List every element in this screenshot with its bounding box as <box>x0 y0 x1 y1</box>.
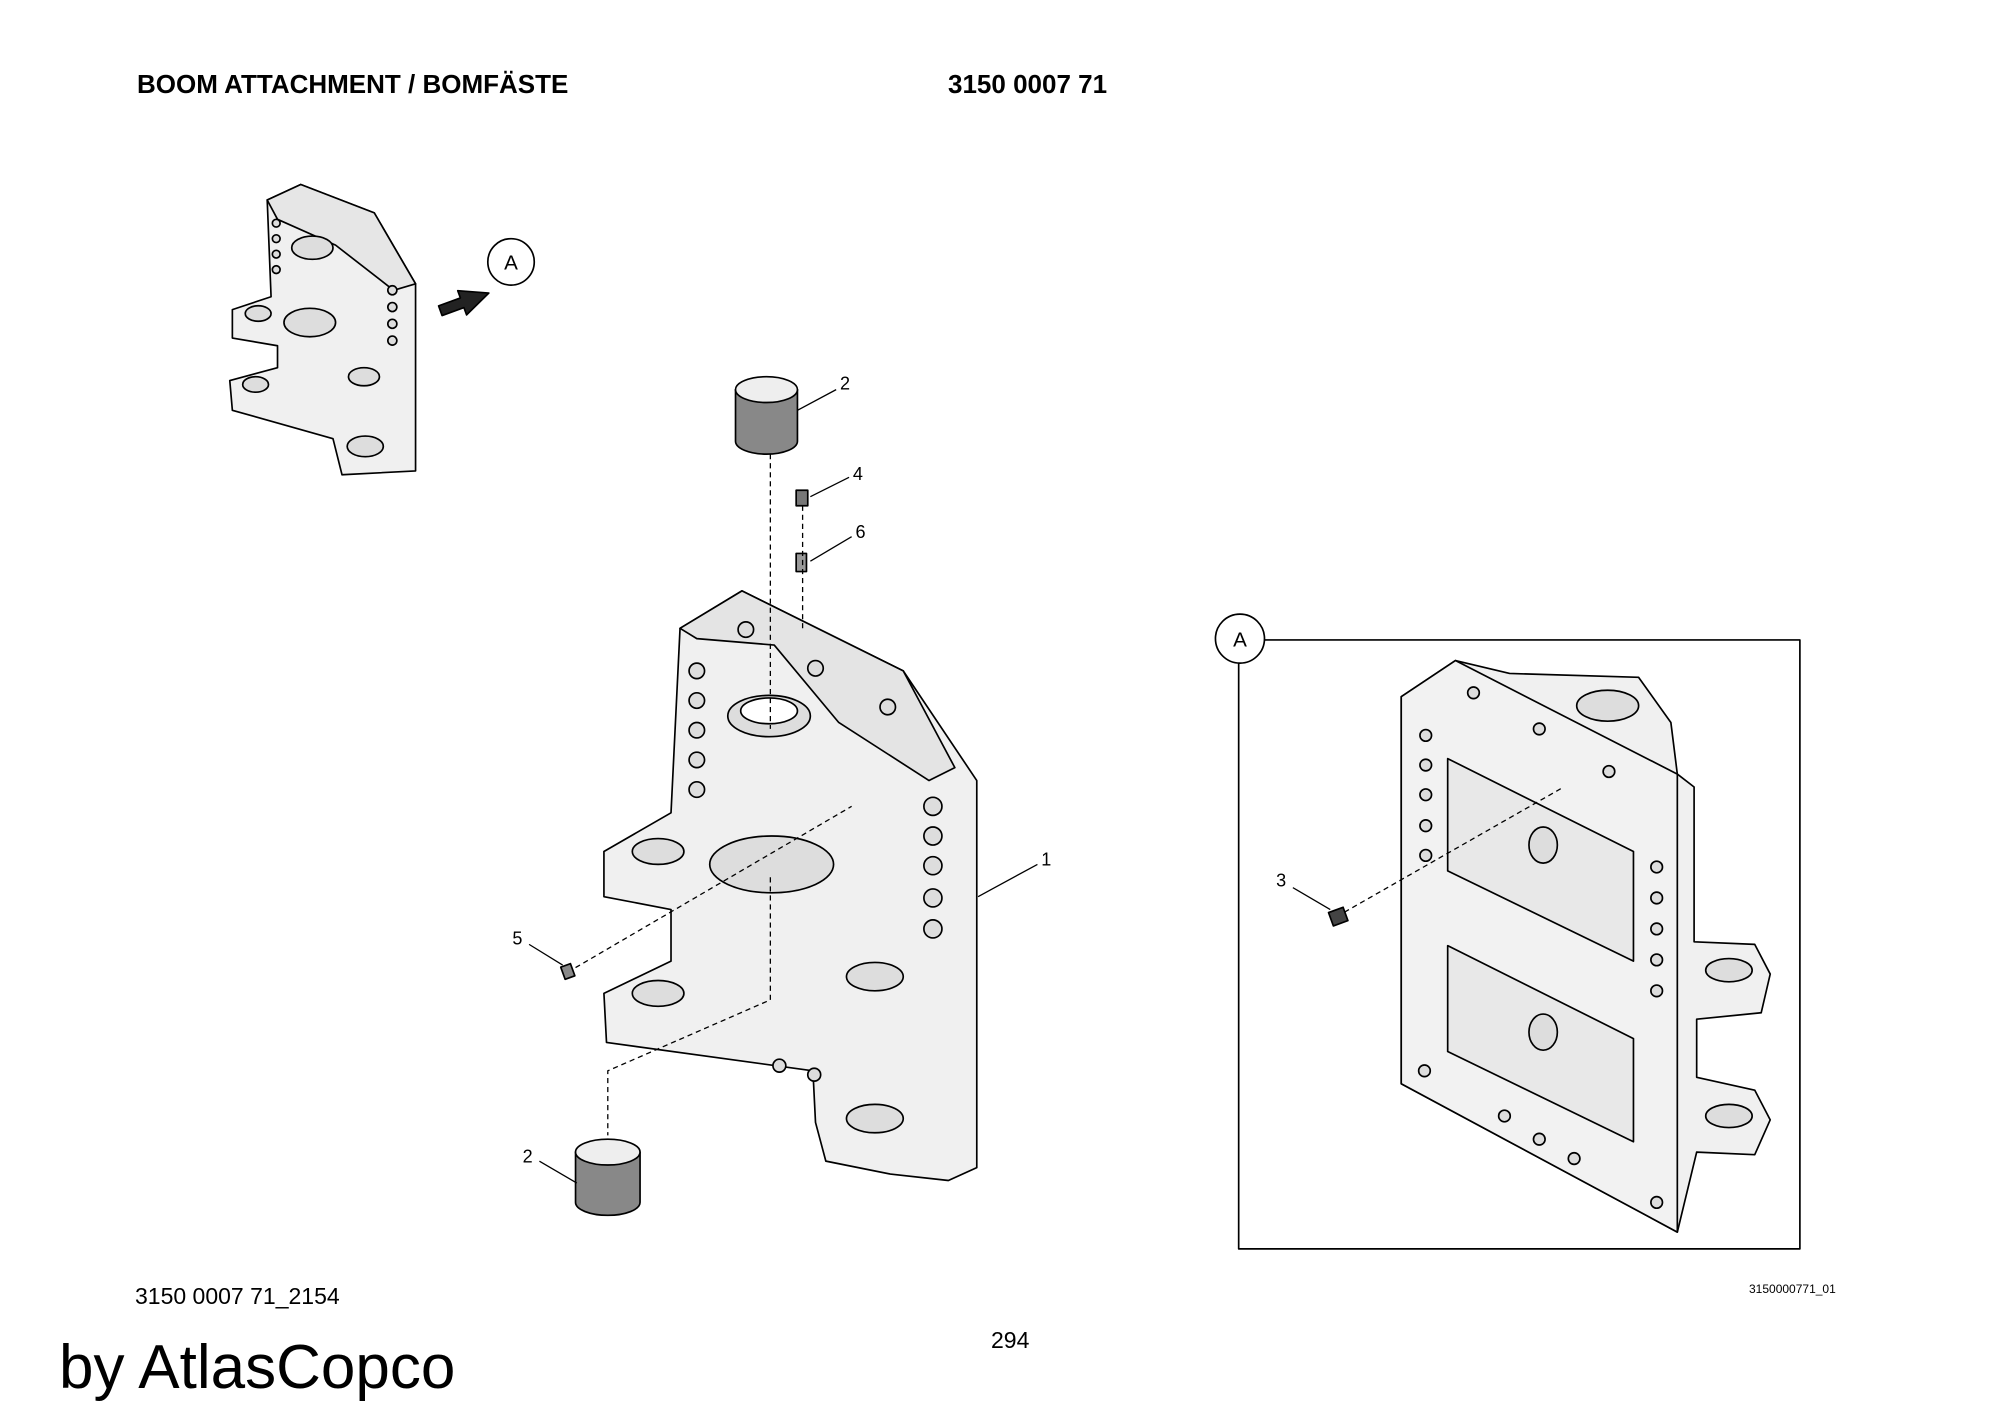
boom-bracket-rear-view <box>1400 659 1772 1233</box>
page-title: BOOM ATTACHMENT / BOMFÄSTE <box>137 69 569 99</box>
callout-2-bottom: 2 <box>523 1146 533 1166</box>
view-a-label: A <box>504 252 518 275</box>
plug-3 <box>1327 906 1349 927</box>
overview-thumbnail <box>228 183 490 476</box>
page-number: 294 <box>991 1327 1030 1353</box>
document-reference: 3150 0007 71_2154 <box>135 1283 340 1309</box>
watermark: by AtlasCopco <box>59 1333 456 1402</box>
callout-5: 5 <box>512 928 522 948</box>
detail-a-label: A <box>1233 628 1247 651</box>
detail-a-marker <box>1214 613 1266 664</box>
part-number: 3150 0007 71 <box>948 69 1108 99</box>
callout-6: 6 <box>856 522 866 542</box>
figure-id: 3150000771_01 <box>1749 1282 1836 1296</box>
screw-5 <box>559 962 576 981</box>
boom-bracket-main <box>603 590 978 1182</box>
callout-2-top: 2 <box>840 374 850 394</box>
bushing-bottom <box>574 1138 641 1217</box>
callout-1: 1 <box>1041 850 1051 870</box>
bushing-top <box>734 375 799 455</box>
callout-4: 4 <box>853 464 863 484</box>
view-arrow-icon <box>437 289 490 317</box>
callout-3: 3 <box>1276 870 1286 890</box>
view-a-marker <box>486 237 536 286</box>
nipple-6 <box>795 552 808 573</box>
screw-4 <box>795 489 809 507</box>
